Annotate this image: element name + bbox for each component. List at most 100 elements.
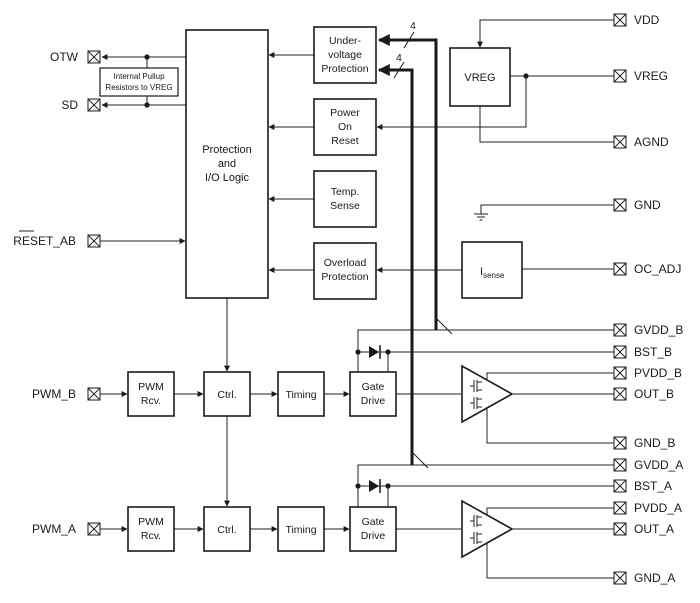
uvp-line1: Under- — [329, 35, 362, 47]
protection-io-logic-block: Protection and I/O Logic — [185, 29, 269, 299]
pin-bst-b-label: BST_B — [634, 345, 672, 359]
por-line1: Power — [330, 107, 360, 119]
pin-pwm-a-terminal — [87, 522, 101, 536]
gate-drive-b-block: Gate Drive — [349, 371, 397, 417]
pin-vreg-label: VREG — [634, 69, 668, 83]
bus-width-upper: 4 — [410, 20, 416, 32]
pullup-line1: Internal Pullup — [113, 72, 165, 81]
pin-bst-b: BST_B — [613, 345, 672, 359]
vreg-block: VREG — [449, 47, 511, 107]
pullup-resistors-block: Internal Pullup Resistors to VREG — [99, 67, 179, 97]
pin-pvdd-b: PVDD_B — [613, 366, 682, 380]
pin-vdd-terminal — [613, 13, 627, 27]
pin-gnd-a: GND_A — [613, 571, 675, 585]
gate-drive-a-block: Gate Drive — [349, 506, 397, 552]
pwm-rcv-a-line2: Rcv. — [141, 530, 161, 542]
isense-sub: sense — [483, 271, 505, 280]
pin-otw-label: OTW — [50, 50, 79, 64]
timing-a-block: Timing — [277, 506, 325, 552]
pin-vdd: VDD — [613, 13, 660, 27]
pin-otw: OTW — [50, 50, 101, 64]
isense-block: Isense — [461, 241, 523, 299]
protection-line3: I/O Logic — [205, 172, 250, 184]
pin-pwm-a: PWM_A — [32, 522, 101, 536]
pin-out-a-terminal — [613, 522, 627, 536]
pin-gnd: GND — [613, 198, 661, 212]
pin-vreg: VREG — [613, 69, 668, 83]
pwm-rcv-a-block: PWM Rcv. — [127, 506, 175, 552]
pin-pvdd-a: PVDD_A — [613, 501, 682, 515]
pin-vreg-terminal — [613, 69, 627, 83]
pin-out-b-terminal — [613, 387, 627, 401]
overload-protection-block: Overload Protection — [313, 242, 377, 300]
uvp-line2: voltage — [328, 49, 362, 61]
pin-vdd-label: VDD — [634, 13, 660, 27]
pin-out-a-label: OUT_A — [634, 522, 674, 536]
pin-gnd-a-terminal — [613, 571, 627, 585]
pin-out-b: OUT_B — [613, 387, 674, 401]
pin-gnd-b: GND_B — [613, 436, 675, 450]
pin-reset-ab: RESET_AB — [13, 230, 101, 248]
timing-b-block: Timing — [277, 371, 325, 417]
ctrl-b-block: Ctrl. — [203, 371, 251, 417]
pwm-rcv-a-line1: PWM — [138, 516, 164, 528]
timing-b-label: Timing — [285, 389, 316, 401]
gate-drive-a-line2: Drive — [361, 530, 386, 542]
pin-reset-ab-label: RESET_AB — [13, 234, 76, 248]
pin-sd: SD — [61, 98, 101, 112]
uvp-line3: Protection — [321, 63, 368, 75]
vreg-block-label: VREG — [464, 72, 495, 84]
power-on-reset-block: Power On Reset — [313, 98, 377, 156]
pin-pvdd-b-terminal — [613, 366, 627, 380]
pin-reset-ab-terminal — [87, 234, 101, 248]
temp-line1: Temp. — [331, 186, 360, 198]
pin-gnd-label: GND — [634, 198, 661, 212]
ctrl-a-block: Ctrl. — [203, 506, 251, 552]
protection-line2: and — [218, 158, 236, 170]
pin-pwm-b: PWM_B — [32, 387, 101, 401]
gate-drive-a-line1: Gate — [362, 516, 385, 528]
pin-pwm-a-label: PWM_A — [32, 522, 76, 536]
pin-gvdd-b: GVDD_B — [613, 323, 683, 337]
pin-out-b-label: OUT_B — [634, 387, 674, 401]
pwm-rcv-b-block: PWM Rcv. — [127, 371, 175, 417]
pin-gvdd-b-terminal — [613, 323, 627, 337]
gate-drive-b-line2: Drive — [361, 395, 386, 407]
pin-gvdd-a: GVDD_A — [613, 458, 683, 472]
por-line3: Reset — [331, 135, 359, 147]
ctrl-a-label: Ctrl. — [217, 524, 236, 536]
wiring — [100, 19, 614, 579]
pwm-rcv-b-line1: PWM — [138, 381, 164, 393]
pin-pvdd-b-label: PVDD_B — [634, 366, 682, 380]
pin-pwm-b-terminal — [87, 387, 101, 401]
pin-agnd-terminal — [613, 135, 627, 149]
olp-line2: Protection — [321, 271, 368, 283]
pin-oc-adj-label: OC_ADJ — [634, 262, 681, 276]
bus-width-lower: 4 — [396, 52, 402, 64]
pin-pvdd-a-label: PVDD_A — [634, 501, 682, 515]
pin-otw-terminal — [87, 50, 101, 64]
olp-line1: Overload — [324, 257, 367, 269]
pin-oc-adj: OC_ADJ — [613, 262, 681, 276]
pin-gnd-a-label: GND_A — [634, 571, 675, 585]
supply-monitor-buses: 4 4 — [377, 20, 453, 469]
pin-pvdd-a-terminal — [613, 501, 627, 515]
pin-agnd-label: AGND — [634, 135, 669, 149]
pin-gvdd-a-label: GVDD_A — [634, 458, 683, 472]
pullup-line2: Resistors to VREG — [105, 83, 172, 92]
temp-line2: Sense — [330, 200, 360, 212]
isense-main: I — [480, 266, 483, 278]
pin-gnd-b-label: GND_B — [634, 436, 675, 450]
pin-bst-a-terminal — [613, 479, 627, 493]
pin-gnd-b-terminal — [613, 436, 627, 450]
gate-drive-b-line1: Gate — [362, 381, 385, 393]
pin-out-a: OUT_A — [613, 522, 674, 536]
timing-a-label: Timing — [285, 524, 316, 536]
pwm-rcv-b-line2: Rcv. — [141, 395, 161, 407]
pin-sd-terminal — [87, 98, 101, 112]
pin-agnd: AGND — [613, 135, 669, 149]
pin-gnd-terminal — [613, 198, 627, 212]
pin-gvdd-a-terminal — [613, 458, 627, 472]
pin-oc-adj-terminal — [613, 262, 627, 276]
